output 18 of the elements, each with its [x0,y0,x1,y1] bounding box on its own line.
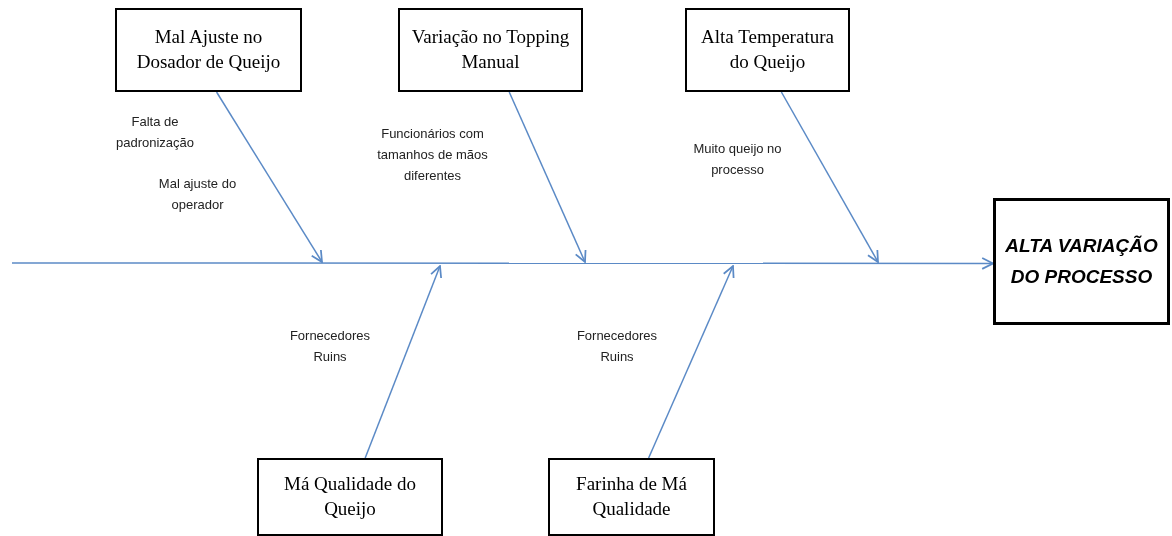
cause-note: Funcionários com tamanhos de mãos diferentes [376,125,489,185]
effect-box: ALTA VARIAÇÃO DO PROCESSO [993,198,1170,325]
bone-arrow [647,265,735,459]
spine-arrow [11,257,994,270]
cause-box: Variação no Topping Manual [398,8,583,92]
cause-box: Mal Ajuste no Dosador de Queijo [115,8,302,92]
cause-note: Falta de padronização [114,113,196,152]
cause-note: Fornecedores Ruins [288,327,372,366]
cause-box: Má Qualidade do Queijo [257,458,443,536]
bone-arrow [508,91,587,263]
cause-box: Alta Temperatura do Queijo [685,8,850,92]
cause-box: Farinha de Má Qualidade [548,458,715,536]
cause-note: Fornecedores Ruins [575,327,659,366]
bone-arrow [780,91,879,263]
bone-arrow [215,91,323,263]
cause-note: Mal ajuste do operador [157,175,238,214]
cause-note: Muito queijo no processo [692,140,783,179]
bone-arrow [364,265,442,459]
